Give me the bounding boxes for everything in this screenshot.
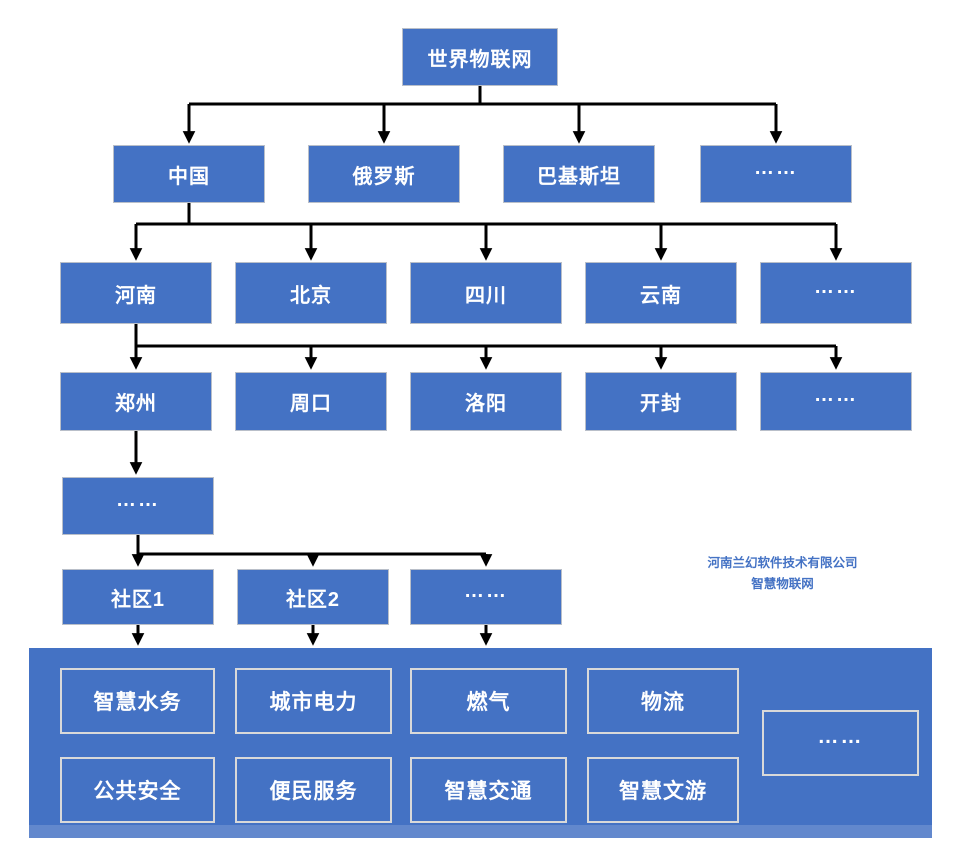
service-smart-water: 智慧水务 [60, 668, 215, 734]
node-city-more: …… [760, 372, 912, 431]
service-label: 城市电力 [269, 691, 358, 714]
service-label: 燃气 [466, 691, 511, 714]
node-country-china: 中国 [113, 145, 265, 203]
services-platform-panel: 智慧水务 城市电力 燃气 物流 公共安全 便民服务 智慧交通 智慧文游 …… [29, 648, 932, 838]
service-label: 智慧交通 [444, 780, 533, 803]
node-city-kaifeng: 开封 [585, 372, 737, 431]
service-label: 公共安全 [93, 780, 182, 803]
watermark-company: 河南兰幻软件技术有限公司 [707, 556, 858, 570]
node-country-more: …… [700, 145, 852, 203]
connector-china-to-provinces [136, 203, 836, 226]
service-more: …… [762, 710, 919, 776]
node-label: 云南 [640, 284, 682, 307]
node-community-2: 社区2 [237, 569, 389, 625]
service-label: 物流 [641, 691, 685, 714]
node-city-luoyang: 洛阳 [410, 372, 562, 431]
service-public-safety: 公共安全 [60, 757, 215, 823]
service-smart-traffic: 智慧交通 [410, 757, 567, 823]
node-country-russia: 俄罗斯 [308, 145, 460, 203]
service-label: 便民服务 [269, 780, 358, 803]
node-province-more: …… [760, 262, 912, 324]
node-province-yunnan: 云南 [585, 262, 737, 324]
node-community-more: …… [410, 569, 562, 625]
service-convenience: 便民服务 [235, 757, 392, 823]
node-province-beijing: 北京 [235, 262, 387, 324]
watermark: 河南兰幻软件技术有限公司 智慧物联网 [675, 553, 890, 595]
ellipsis-label: …… [814, 384, 858, 407]
service-gas: 燃气 [410, 668, 567, 734]
node-label: 俄罗斯 [352, 165, 416, 188]
service-smart-tourism: 智慧文游 [587, 757, 739, 823]
connector-root-to-countries [189, 86, 776, 106]
node-label: 巴基斯坦 [537, 165, 621, 188]
node-label: 洛阳 [465, 393, 507, 415]
node-label: 北京 [290, 284, 332, 307]
ellipsis-label: …… [464, 579, 508, 602]
node-label: 四川 [465, 284, 507, 307]
node-province-henan: 河南 [60, 262, 212, 324]
node-world-iot: 世界物联网 [402, 28, 558, 86]
connector-districts-to-communities [136, 535, 486, 556]
service-label: 智慧水务 [93, 691, 182, 714]
watermark-product: 智慧物联网 [751, 577, 814, 591]
node-label: 周口 [290, 393, 332, 415]
node-label: 社区1 [110, 588, 166, 611]
service-logistics: 物流 [587, 668, 739, 734]
service-label: 智慧文游 [619, 780, 707, 803]
node-label: 开封 [640, 393, 682, 415]
node-community-1: 社区1 [62, 569, 214, 625]
ellipsis-label: …… [814, 275, 858, 298]
ellipsis-label: …… [817, 724, 864, 748]
node-country-pakistan: 巴基斯坦 [503, 145, 655, 203]
ellipsis-label: …… [116, 488, 160, 511]
node-label: 河南 [115, 284, 157, 307]
node-label: 世界物联网 [427, 48, 533, 71]
service-city-electric: 城市电力 [235, 668, 392, 734]
node-district-more: …… [62, 477, 214, 535]
node-label: 郑州 [115, 393, 157, 415]
ellipsis-label: …… [754, 156, 798, 179]
node-province-sichuan: 四川 [410, 262, 562, 324]
node-label: 社区2 [285, 588, 341, 611]
node-city-zhoukou: 周口 [235, 372, 387, 431]
node-city-zhengzhou: 郑州 [60, 372, 212, 431]
node-label: 中国 [168, 165, 210, 188]
connector-henan-to-cities [134, 324, 836, 348]
